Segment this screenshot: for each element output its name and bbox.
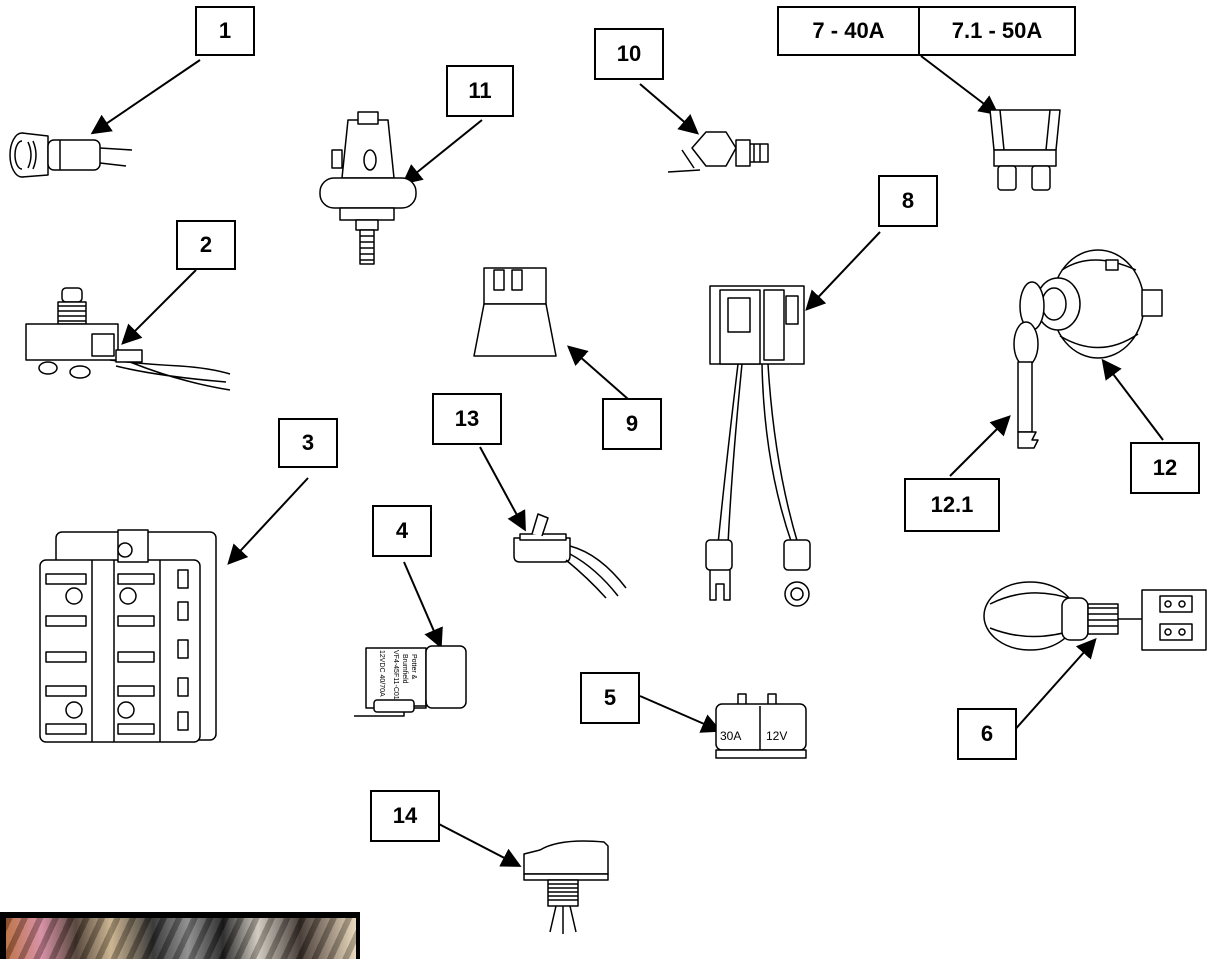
callout-2: 2 [176,220,236,270]
breaker-amps-label: 30A [720,729,741,743]
relay-icon: Potter & Brumfield VF4-45F11-C01 12VDC 4… [354,645,467,717]
arrow-11 [401,119,483,185]
arrow-6 [1011,638,1097,734]
push-button-switch-icon [25,287,231,391]
callout-3: 3 [278,418,338,468]
toggle-switch-icon [513,513,627,599]
arrow-12-1 [949,415,1011,477]
callout-7-1: 7.1 - 50A [918,6,1076,56]
callout-1: 1 [195,6,255,56]
callout-11: 11 [446,65,514,117]
callout-10: 10 [594,28,664,80]
maxi-fuse-icon [989,109,1061,191]
arrow-3 [227,477,309,565]
callout-6: 6 [957,708,1017,760]
engine-bay-photo [0,912,360,959]
relay-socket-harness-icon [705,285,811,607]
callout-4: 4 [372,505,432,557]
relay-socket-icon [473,267,557,357]
callout-7: 7 - 40A [777,6,920,56]
leader-arrows [90,55,1164,867]
callout-9: 9 [602,398,662,450]
arrow-4 [403,561,443,649]
fuse-block-icon [39,529,217,743]
temperature-sender-icon [667,131,769,173]
arrow-9 [566,345,629,400]
relay-text-3: VF4-45F11-C01 [392,650,399,700]
rotary-switch-icon [983,581,1207,651]
arrow-2 [121,269,197,345]
pressure-switch-icon [319,111,417,265]
relay-text-2: Brumfield [401,654,408,684]
callout-12: 12 [1130,442,1200,494]
relay-text-1: Potter & [410,654,417,680]
callout-5: 5 [580,672,640,724]
arrow-14 [434,821,522,867]
relay-text-4: 12VDC 40/70A [378,650,385,697]
callout-12-1: 12.1 [904,478,1000,532]
ignition-key-icon [1013,281,1045,449]
rocker-switch-icon [523,840,609,934]
circuit-breaker-icon: 30A 12V [715,693,807,759]
arrow-5 [639,695,722,733]
arrow-8 [805,231,881,311]
arrow-10 [639,83,700,135]
callout-13: 13 [432,393,502,445]
breaker-volts-label: 12V [766,729,787,743]
ignition-switch-icon [1035,249,1163,359]
callout-14: 14 [370,790,440,842]
arrow-13 [479,446,526,532]
fuse-holder-icon [9,132,133,178]
callout-8: 8 [878,175,938,227]
arrow-12 [1101,358,1164,441]
arrow-7 [920,55,1000,116]
arrow-1 [90,59,201,135]
